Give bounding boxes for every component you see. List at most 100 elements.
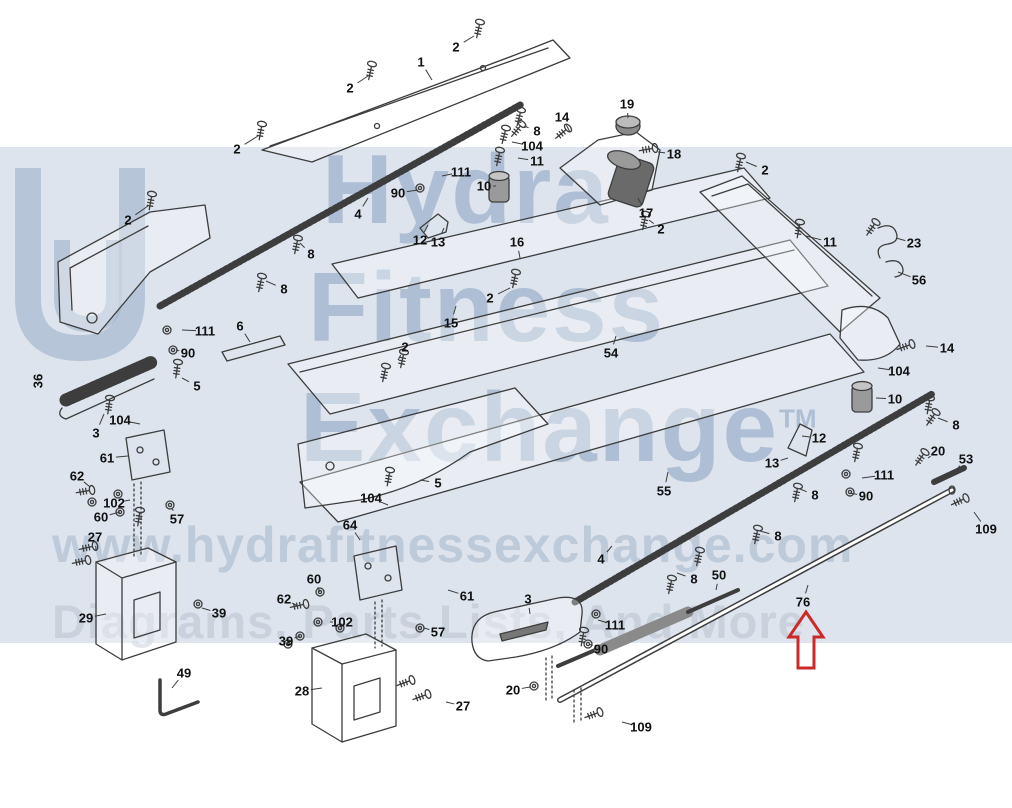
- leader-line: [128, 421, 141, 425]
- leader-line: [94, 613, 107, 617]
- leader-line: [310, 687, 323, 691]
- grip-strip-bottom: [571, 390, 936, 606]
- leader-line: [115, 455, 129, 458]
- leader-line: [861, 475, 876, 479]
- roller-part-17: [606, 150, 655, 208]
- foot-rail-left-part-3: [59, 355, 159, 420]
- leader-line: [613, 335, 617, 345]
- leader-line: [849, 492, 858, 495]
- leader-line: [676, 572, 686, 577]
- leader-line: [423, 224, 429, 233]
- leader-line: [463, 35, 475, 43]
- alignment-dashes: [133, 481, 582, 725]
- leader-line: [588, 643, 593, 646]
- leader-line: [606, 545, 613, 553]
- leader-line: [317, 586, 321, 593]
- pulley-part-19: [615, 115, 641, 136]
- leader-line: [109, 511, 121, 516]
- leader-line: [135, 205, 149, 216]
- leader-line: [291, 602, 299, 607]
- wire-clip-part-56: [885, 260, 904, 278]
- leader-line: [565, 124, 571, 133]
- right-side-rail: [699, 175, 881, 333]
- deck-part-15-54: [287, 239, 829, 415]
- leader-line: [419, 479, 430, 483]
- leader-line: [637, 197, 643, 206]
- leader-line: [406, 189, 419, 193]
- leader-line: [181, 377, 190, 383]
- leader-line: [780, 457, 789, 461]
- bracket-12-13-right: [787, 423, 813, 457]
- bumper-part-10-top: [488, 170, 510, 203]
- strip-part-6: [221, 335, 286, 362]
- leader-line: [799, 488, 807, 493]
- leader-line: [441, 173, 453, 177]
- leader-line: [453, 305, 457, 315]
- foot-part-28: [311, 633, 397, 743]
- leader-line: [521, 686, 531, 689]
- leader-line: [354, 532, 361, 541]
- left-side-shell: [57, 204, 211, 335]
- leader-line: [175, 349, 180, 352]
- leader-line: [171, 507, 174, 512]
- leader-line: [523, 125, 529, 129]
- leader-line: [973, 511, 982, 522]
- leader-line: [201, 607, 211, 611]
- top-cover-part-1: [261, 39, 571, 163]
- leader-line: [294, 635, 301, 639]
- shock-part-50: [556, 588, 740, 668]
- leader-line: [244, 135, 259, 145]
- deck-part-55: [299, 333, 865, 523]
- leader-line: [181, 329, 197, 332]
- highlight-arrow-up-icon: [786, 609, 826, 670]
- allen-key-part-49: [158, 678, 200, 717]
- right-end-bracket: [839, 305, 901, 361]
- leader-line: [648, 219, 655, 225]
- bracket-part-61-bottom: [353, 545, 403, 601]
- watermark-band: [0, 147, 1012, 643]
- leader-line: [801, 435, 811, 438]
- leader-line: [715, 583, 718, 591]
- leader-line: [518, 250, 521, 259]
- leader-line: [511, 141, 524, 145]
- bumper-part-10-right: [851, 380, 873, 413]
- leader-line: [805, 235, 822, 241]
- leader-line: [265, 280, 276, 286]
- leader-line: [244, 333, 251, 343]
- leader-line: [927, 455, 931, 459]
- leader-line: [657, 151, 666, 154]
- leader-line: [441, 227, 445, 234]
- leader-line: [299, 242, 305, 248]
- leader-line: [497, 287, 511, 295]
- leader-line: [895, 237, 906, 242]
- leader-line: [397, 354, 402, 361]
- leader-line: [937, 417, 948, 423]
- end-cap-part-3-lower: [471, 596, 583, 662]
- bracket-part-61-left: [125, 429, 171, 481]
- leader-line: [379, 500, 389, 506]
- stabilizer-bar-part-76: [557, 485, 956, 703]
- leader-line: [423, 627, 430, 631]
- bracket-12-13-top: [419, 213, 449, 239]
- leader-line: [877, 367, 891, 371]
- leader-line: [447, 589, 459, 594]
- leader-line: [621, 721, 633, 726]
- leader-line: [425, 69, 433, 81]
- leader-line: [665, 471, 669, 483]
- leader-line: [517, 157, 529, 161]
- leader-line: [597, 619, 607, 623]
- leader-line: [897, 271, 911, 278]
- leader-line: [122, 499, 131, 502]
- deck-part-16: [331, 167, 771, 299]
- leader-line: [925, 345, 939, 348]
- wire-clip-part-23: [877, 225, 898, 259]
- leader-line: [875, 397, 887, 400]
- leader-line: [99, 413, 105, 425]
- leader-line: [745, 161, 757, 167]
- leader-line: [955, 465, 961, 471]
- leader-line: [83, 481, 91, 488]
- grip-strip-top: [156, 100, 526, 310]
